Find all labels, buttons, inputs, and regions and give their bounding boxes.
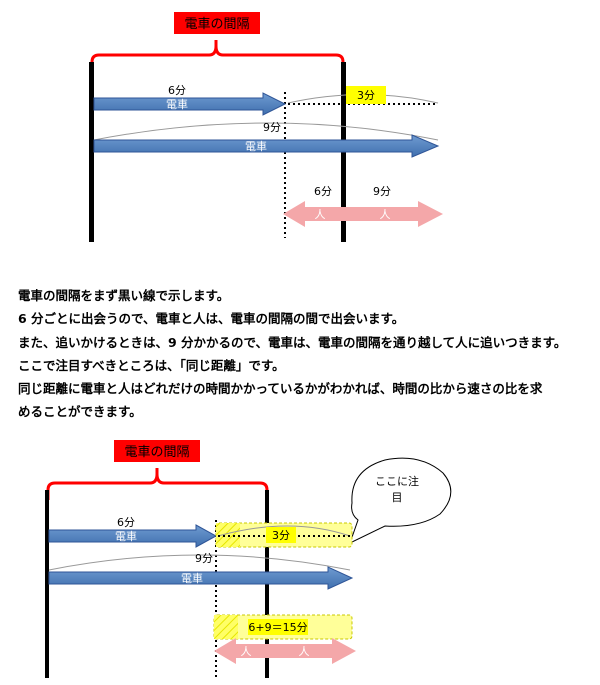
- person-left-label: 人: [315, 208, 326, 221]
- train-long-label: 電車: [245, 139, 267, 153]
- explanation-line: また、追いかけるときは、9 分かかるので、電車は、電車の間隔を通り越して人に追い…: [18, 334, 567, 350]
- diagram-train-interval-1: 電車の間隔 6分 電車 3分 9分 電車 6分 9分 人 人: [0, 0, 600, 250]
- train-long-label: 電車: [181, 571, 203, 585]
- person-double-arrow: 6分 9分 人 人: [283, 185, 443, 227]
- interval-line-left: [89, 62, 94, 242]
- person-double-arrow: 人 人: [214, 638, 356, 664]
- train-short-label: 電車: [166, 97, 188, 111]
- person-left-time: 6分: [314, 185, 332, 198]
- diagram-train-interval-2: 電車の間隔 ここに注 目 6分 電車 3分 9分 電車 6+9＝15分: [0, 428, 600, 681]
- sum-label: 6+9＝15分: [248, 621, 307, 634]
- train-arrow-short: 6分 電車: [48, 516, 218, 548]
- train-arrow-long: 電車: [93, 134, 440, 158]
- person-right-time: 9分: [373, 185, 391, 198]
- train-short-time: 6分: [117, 516, 135, 529]
- explanation-line: 電車の間隔をまず黒い線で示します。: [18, 288, 230, 303]
- interval-label-box: 電車の間隔: [174, 12, 260, 34]
- callout-bubble: ここに注 目: [349, 457, 452, 544]
- gap-highlight: 3分: [215, 522, 353, 548]
- gap-label: 3分: [272, 529, 290, 542]
- interval-line-left: [45, 490, 49, 678]
- explanation-line: 6 分ごとに出会うので、電車と人は、電車の間隔の間で出会います。: [18, 311, 405, 327]
- interval-brace: [46, 468, 269, 500]
- gap-label-box: 3分: [346, 86, 386, 104]
- gap-label: 3分: [357, 89, 375, 102]
- explanation-line: ここで注目すべきところは、「同じ距離」です。: [18, 357, 285, 373]
- callout-text-line1: ここに注: [375, 474, 419, 488]
- explanation-text: 電車の間隔をまず黒い線で示します。 6 分ごとに出会うので、電車と人は、電車の間…: [18, 284, 588, 424]
- explanation-line: めることができます。: [18, 404, 142, 420]
- interval-brace: [90, 40, 345, 72]
- person-left-label: 人: [241, 645, 252, 658]
- long-arc: [48, 554, 351, 571]
- person-right-label: 人: [380, 208, 391, 221]
- interval-label: 電車の間隔: [184, 17, 249, 32]
- interval-label: 電車の間隔: [124, 445, 189, 460]
- train-short-time: 6分: [168, 84, 186, 97]
- train-arrow-short: 6分 電車: [93, 84, 287, 116]
- long-arc: [93, 122, 439, 141]
- long-arc-time: 9分: [263, 121, 281, 134]
- train-arrow-long: 電車: [48, 566, 354, 590]
- explanation-line: 同じ距離に電車と人はどれだけの時間かかっているかがわかれば、時間の比から速さの比…: [18, 381, 543, 397]
- callout-text-line2: 目: [392, 491, 403, 504]
- long-arc-time: 9分: [195, 552, 213, 565]
- interval-label-box: 電車の間隔: [114, 440, 200, 462]
- train-short-label: 電車: [115, 529, 137, 543]
- person-right-label: 人: [299, 645, 310, 658]
- sum-label-box: 6+9＝15分: [213, 614, 353, 640]
